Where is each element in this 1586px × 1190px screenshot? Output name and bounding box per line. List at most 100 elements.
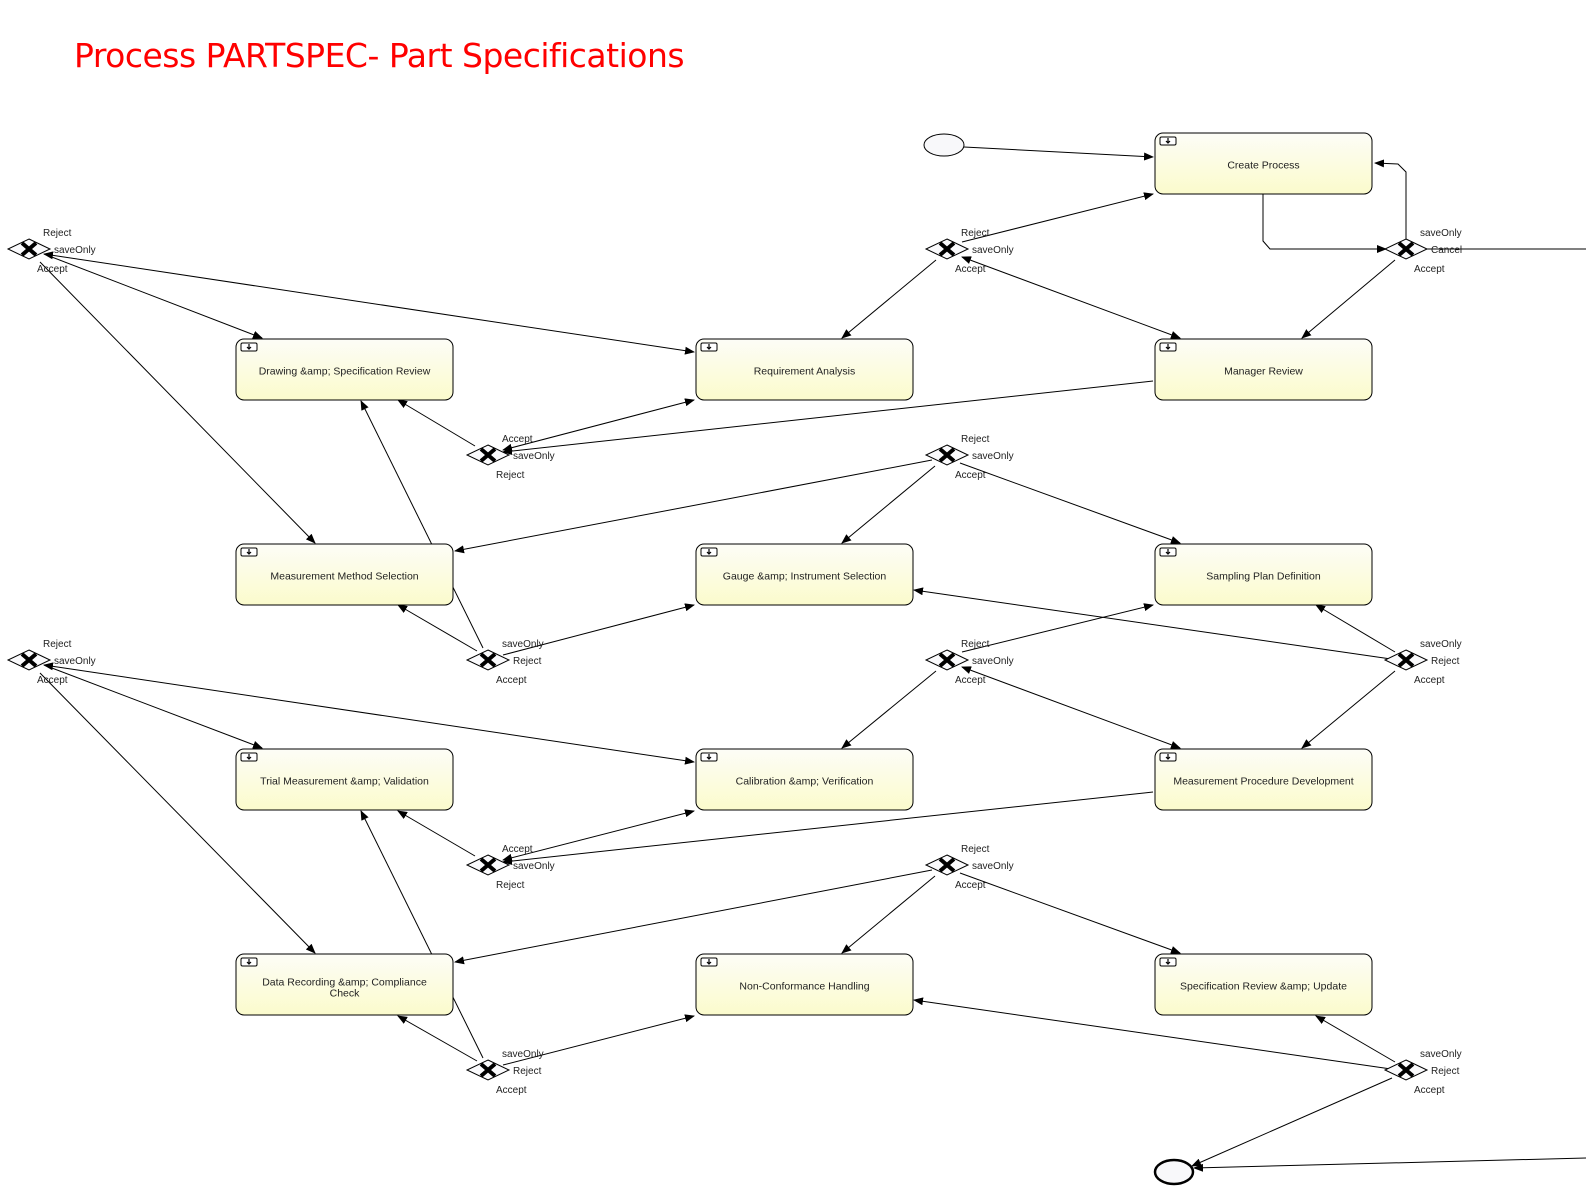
sequence-flow: [43, 664, 263, 749]
gateway-flow-label: saveOnly: [54, 656, 96, 667]
end-event[interactable]: [1153, 1158, 1195, 1186]
sequence-flow: [1191, 1077, 1393, 1167]
x-icon: [1397, 652, 1415, 668]
user-task-icon: [700, 752, 718, 762]
x-icon: [479, 857, 497, 873]
sequence-flow: [39, 672, 316, 954]
sequence-flow: [841, 465, 936, 544]
task-box[interactable]: [695, 543, 914, 606]
sequence-flow: [360, 810, 484, 1059]
sequence-flow: [43, 662, 695, 765]
task-specupd[interactable]: Specification Review &amp; Update: [1154, 953, 1373, 1016]
sequence-flow: [963, 146, 1154, 161]
start-event[interactable]: [923, 133, 965, 157]
gateway-flow-label: Accept: [502, 844, 533, 855]
task-label: Manager Review: [1224, 366, 1303, 378]
task-label: Non-Conformance Handling: [739, 981, 869, 993]
task-calib[interactable]: Calibration &amp; Verification: [695, 748, 914, 811]
sequence-flow: [1315, 604, 1396, 653]
gateway-flow-label: saveOnly: [502, 1049, 544, 1060]
task-box[interactable]: [235, 338, 454, 401]
x-icon: [938, 652, 956, 668]
task-label-line: Check: [330, 988, 361, 1000]
sequence-flow: [961, 256, 1181, 339]
sequence-flow: [841, 259, 937, 339]
gateway-flow-label: Accept: [955, 264, 986, 275]
gateway-flow-label: Accept: [1414, 675, 1445, 686]
sequence-flow: [502, 603, 695, 656]
gateway-flow-label: Reject: [513, 1066, 542, 1077]
task-ncr[interactable]: Non-Conformance Handling: [695, 953, 914, 1016]
gateway-flow-label: saveOnly: [513, 861, 555, 872]
task-gauge[interactable]: Gauge &amp; Instrument Selection: [695, 543, 914, 606]
sequence-flow: [1193, 1157, 1586, 1172]
sequence-flow: [959, 872, 1181, 954]
user-task-icon: [1159, 136, 1177, 146]
task-box[interactable]: [1154, 748, 1373, 811]
sequence-flow: [43, 253, 263, 339]
task-trial[interactable]: Trial Measurement &amp; Validation: [235, 748, 454, 811]
task-mgr[interactable]: Manager Review: [1154, 338, 1373, 401]
sequence-flow: [913, 587, 1392, 660]
task-req[interactable]: Requirement Analysis: [695, 338, 914, 401]
sequence-flow: [454, 869, 933, 965]
sequence-flow: [454, 459, 933, 554]
sequence-flows: [39, 146, 1586, 1172]
gateway-flow-label: Accept: [1414, 264, 1445, 275]
gateway-flow-label: saveOnly: [972, 861, 1014, 872]
user-task-icon: [240, 957, 258, 967]
sequence-flow: [1301, 670, 1396, 749]
task-box[interactable]: [1154, 338, 1373, 401]
user-task-icon: [1159, 957, 1177, 967]
task-create[interactable]: Create Process: [1154, 132, 1373, 195]
sequence-flow: [1301, 259, 1396, 339]
gateway-flow-label: Reject: [961, 844, 990, 855]
task-box[interactable]: [695, 748, 914, 811]
sequence-flow: [961, 192, 1154, 243]
gateway-flow-label: saveOnly: [502, 639, 544, 650]
x-icon: [20, 652, 38, 668]
task-mpd[interactable]: Measurement Procedure Development: [1154, 748, 1373, 811]
task-box[interactable]: [235, 543, 454, 606]
task-box[interactable]: [1154, 953, 1373, 1016]
gateway-flow-label: Reject: [961, 639, 990, 650]
gateway-flow-label: Accept: [496, 1085, 527, 1096]
task-box[interactable]: [235, 748, 454, 811]
task-box[interactable]: [1154, 132, 1373, 195]
sequence-flow: [43, 251, 695, 355]
gateway-flow-label: Reject: [513, 656, 542, 667]
gateway-flow-label: Accept: [955, 880, 986, 891]
gateway-flow-label: Cancel: [1431, 245, 1462, 256]
sequence-flow: [502, 809, 695, 862]
gateway-flow-label: Accept: [1414, 1085, 1445, 1096]
task-drawing[interactable]: Drawing &amp; Specification Review: [235, 338, 454, 401]
task-box[interactable]: [235, 953, 454, 1016]
gateway-flow-label: saveOnly: [54, 245, 96, 256]
gateway-flow-label: Reject: [43, 639, 72, 650]
task-box[interactable]: [695, 953, 914, 1016]
task-box[interactable]: [1154, 543, 1373, 606]
user-task-icon: [1159, 342, 1177, 352]
sequence-flow: [961, 603, 1154, 653]
task-sampling[interactable]: Sampling Plan Definition: [1154, 543, 1373, 606]
task-mms[interactable]: Measurement Method Selection: [235, 543, 454, 606]
task-label: Drawing &amp; Specification Review: [259, 366, 431, 378]
task-box[interactable]: [695, 338, 914, 401]
